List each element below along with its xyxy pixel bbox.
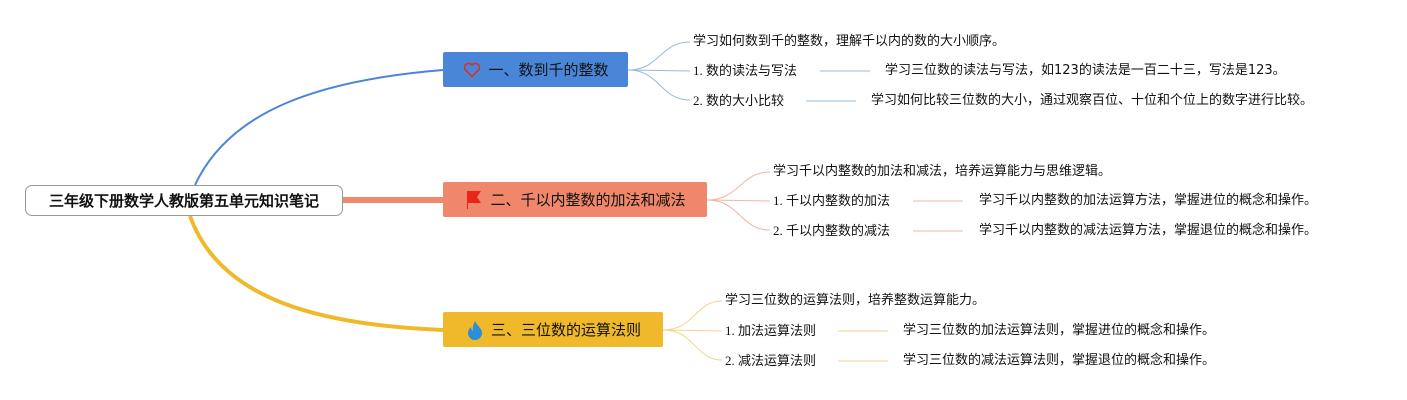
branch-3-item-2[interactable]: 2. 减法运算法则 [725,353,817,368]
branch-2-item-1[interactable]: 1. 千以内整数的加法 [773,193,891,208]
branch-3-summary[interactable]: 学习三位数的运算法则，培养整数运算能力。 [725,293,986,308]
branch-1-item-1[interactable]: 1. 数的读法与写法 [693,63,798,78]
branch-label: 三、三位数的运算法则 [490,321,641,339]
branch-label: 一、数到千的整数 [488,61,609,79]
branch-2-item-2[interactable]: 2. 千以内整数的减法 [773,223,891,238]
flame-icon [465,320,485,340]
connector-root-branch3 [188,215,444,332]
heart-icon [462,60,482,80]
branch-3-item-2-detail[interactable]: 学习三位数的减法运算法则，掌握退位的概念和操作。 [903,353,1216,368]
branch-2-item-2-detail[interactable]: 学习千以内整数的减法运算方法，掌握退位的概念和操作。 [979,223,1318,238]
branch-label: 二、千以内整数的加法和减法 [490,191,686,209]
branch-2-item-1-detail[interactable]: 学习千以内整数的加法运算方法，掌握进位的概念和操作。 [979,193,1318,208]
branch-3[interactable]: 三、三位数的运算法则 [443,312,663,347]
root-topic[interactable]: 三年级下册数学人教版第五单元知识笔记 [25,185,343,216]
branch-1-summary[interactable]: 学习如何数到千的整数，理解千以内的数的大小顺序。 [693,34,1006,49]
branch-1-item-2[interactable]: 2. 数的大小比较 [693,93,785,108]
connector-root-branch1 [194,69,444,186]
branch-3-item-1[interactable]: 1. 加法运算法则 [725,323,817,338]
branch-1-item-2-detail[interactable]: 学习如何比较三位数的大小，通过观察百位、十位和个位上的数字进行比较。 [871,93,1314,108]
branch-2-summary[interactable]: 学习千以内整数的加法和减法，培养运算能力与思维逻辑。 [773,164,1112,179]
branch-2[interactable]: 二、千以内整数的加法和减法 [443,182,707,217]
branch-1-item-1-detail[interactable]: 学习三位数的读法与写法，如123的读法是一百二十三，写法是123。 [885,63,1286,78]
flag-icon [464,190,484,210]
branch-3-item-1-detail[interactable]: 学习三位数的加法运算法则，掌握进位的概念和操作。 [903,323,1216,338]
branch-1[interactable]: 一、数到千的整数 [443,52,628,87]
root-title: 三年级下册数学人教版第五单元知识笔记 [48,192,319,210]
